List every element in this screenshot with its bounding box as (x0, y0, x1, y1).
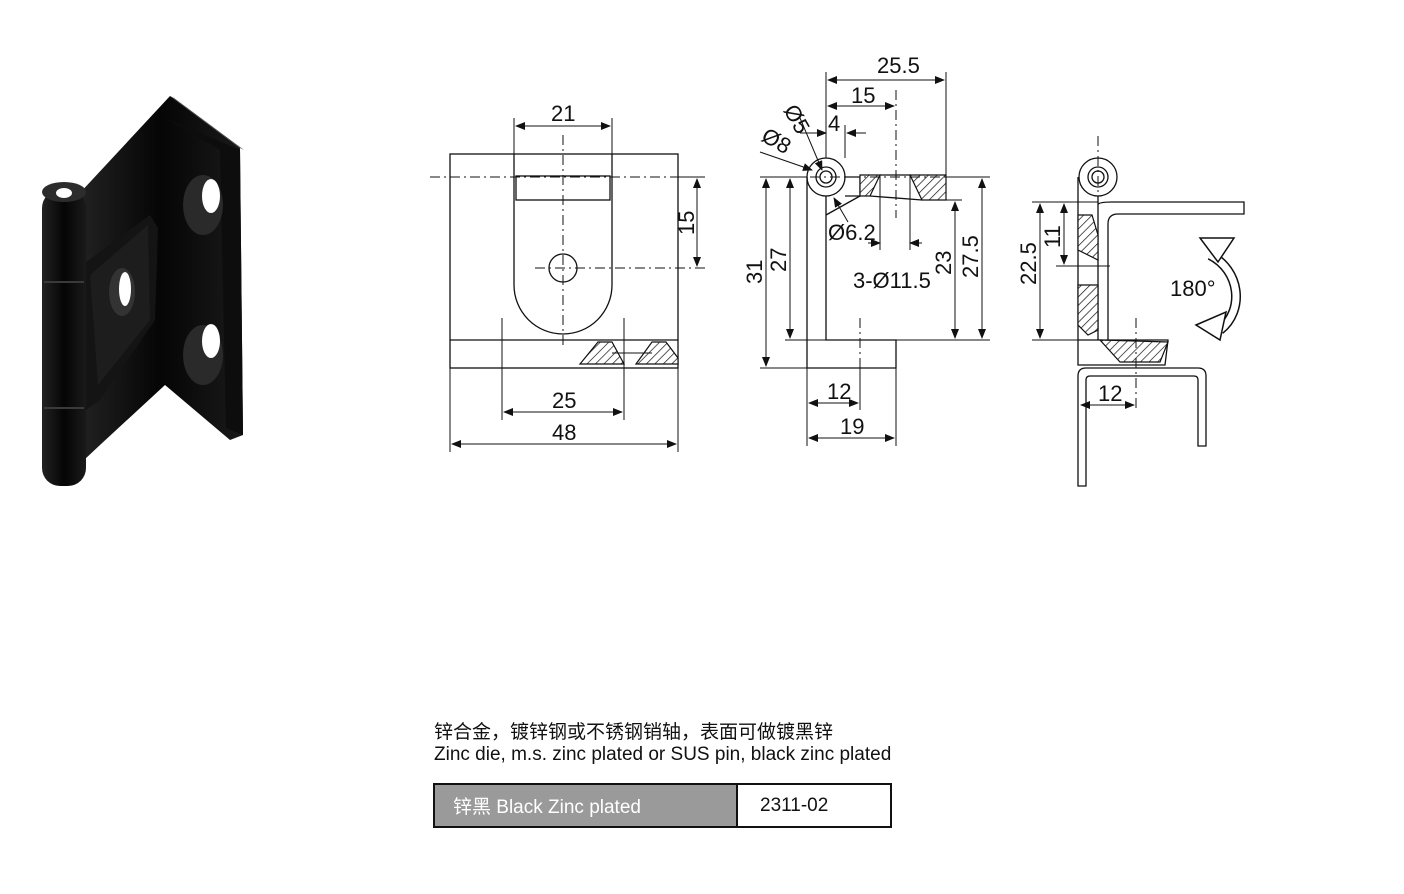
description-chinese: 锌合金，镀锌钢或不锈钢销轴，表面可做镀黑锌 (434, 722, 834, 743)
hinge-product-render (42, 96, 244, 486)
open-view: 22.5 11 180° 12 (1016, 136, 1245, 487)
dim-11-label: 11 (1040, 225, 1065, 248)
dim-12-side-label: 12 (827, 379, 851, 404)
dim-19-label: 19 (840, 414, 864, 439)
side-view: 25.5 15 4 Ø5 Ø8 Ø6.2 3-Ø11.5 31 27 (742, 53, 990, 446)
dim-31-label: 31 (742, 260, 767, 284)
dim-23-label: 23 (931, 251, 956, 275)
part-number-cell: 2311-02 (760, 794, 829, 816)
dim-48-label: 48 (552, 420, 576, 445)
spec-table: 锌黑 Black Zinc plated 2311-02 (433, 783, 892, 828)
rotation-angle-label: 180° (1170, 276, 1216, 301)
dim-21-label: 21 (551, 101, 575, 126)
dim-15-label: 15 (674, 211, 699, 235)
dim-counterbore-label: 3-Ø11.5 (853, 268, 931, 293)
dim-4-label: 4 (828, 111, 840, 136)
dim-27-5-label: 27.5 (958, 235, 983, 278)
dim-12-open-label: 12 (1098, 381, 1122, 406)
finish-cell: 锌黑 Black Zinc plated (435, 785, 738, 826)
dim-25-5-label: 25.5 (877, 53, 920, 78)
dim-27-label: 27 (766, 248, 791, 272)
dim-hole-dia-label: Ø6.2 (828, 220, 876, 245)
description-english: Zinc die, m.s. zinc plated or SUS pin, b… (434, 744, 892, 765)
dim-15-side-label: 15 (851, 83, 875, 108)
dim-22-5-label: 22.5 (1016, 242, 1041, 285)
dim-25-label: 25 (552, 388, 576, 413)
front-view: 21 15 25 48 (430, 101, 705, 452)
